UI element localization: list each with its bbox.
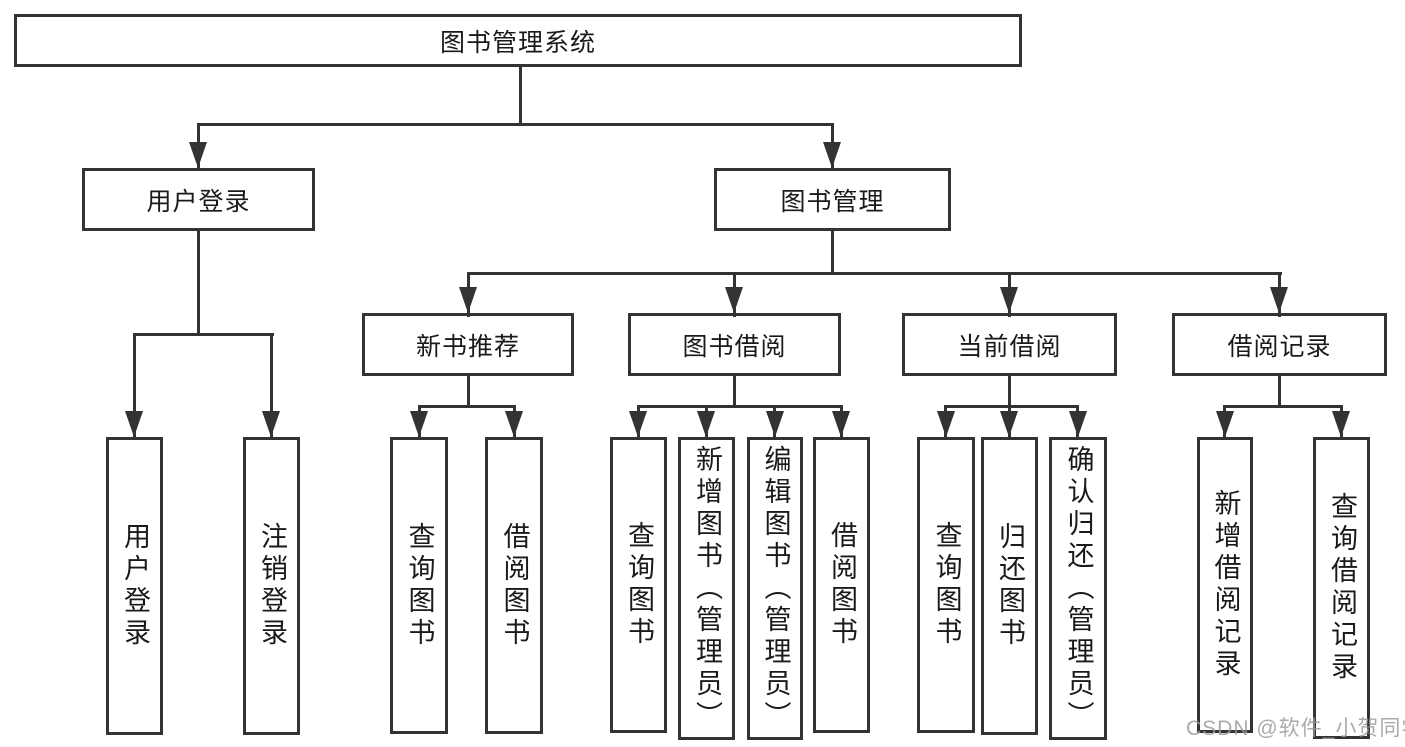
leaf-query-book-borrow: 查询图书 <box>610 437 667 733</box>
arrow-to-logout-leaf-icon <box>262 411 280 437</box>
leaf-add-book-admin: 新增图书（管理员） <box>678 437 735 740</box>
connector-root-bar <box>197 123 834 126</box>
node-user-login: 用户登录 <box>82 168 315 231</box>
node-library-management-system: 图书管理系统 <box>14 14 1022 67</box>
arrow-to-add-record-icon <box>1216 411 1234 437</box>
connector-current-stem <box>1008 374 1011 408</box>
connector-root-stem <box>519 66 522 126</box>
arrow-to-edit-book-icon <box>766 411 784 437</box>
connector-user-stem <box>197 230 200 336</box>
arrow-to-query-book3-icon <box>937 411 955 437</box>
connector-user-leaf1-shaft <box>133 333 136 437</box>
arrow-to-user-login-icon <box>189 142 207 168</box>
arrow-to-records-icon <box>1270 287 1288 313</box>
node-book-borrow: 图书借阅 <box>628 313 841 376</box>
connector-records-bar <box>1224 405 1342 408</box>
leaf-borrow-book: 借阅图书 <box>813 437 870 733</box>
leaf-return-book: 归还图书 <box>981 437 1038 735</box>
leaf-borrow-book-recommend: 借阅图书 <box>485 437 543 734</box>
arrow-to-confirm-return-icon <box>1069 411 1087 437</box>
arrow-to-add-book-icon <box>697 411 715 437</box>
leaf-query-borrow-record: 查询借阅记录 <box>1313 437 1370 739</box>
leaf-edit-book-admin: 编辑图书（管理员） <box>747 437 803 740</box>
leaf-add-borrow-record: 新增借阅记录 <box>1197 437 1253 733</box>
node-new-book-recommend: 新书推荐 <box>362 313 574 376</box>
connector-recommend-stem <box>467 374 470 408</box>
arrow-to-current-icon <box>1000 287 1018 313</box>
connector-user-leaf2-shaft <box>270 333 273 437</box>
connector-user-bar <box>133 333 274 336</box>
connector-borrow-stem <box>733 374 736 408</box>
arrow-to-user-login-leaf-icon <box>125 411 143 437</box>
node-book-management: 图书管理 <box>714 168 951 231</box>
leaf-user-login: 用户登录 <box>106 437 163 735</box>
node-borrow-records: 借阅记录 <box>1172 313 1387 376</box>
leaf-query-book-current: 查询图书 <box>917 437 975 733</box>
connector-current-bar <box>945 405 1078 408</box>
node-current-borrow: 当前借阅 <box>902 313 1117 376</box>
arrow-to-book-mgmt-icon <box>823 142 841 168</box>
connector-records-stem <box>1278 374 1281 408</box>
arrow-to-borrow-book1-icon <box>505 411 523 437</box>
arrow-to-borrow-icon <box>725 287 743 313</box>
connector-mgmt-stem <box>831 230 834 275</box>
arrow-to-borrow-book2-icon <box>832 411 850 437</box>
arrow-to-query-book1-icon <box>410 411 428 437</box>
connector-borrow-bar <box>637 405 843 408</box>
csdn-watermark: CSDN @软件_小贺同学 <box>1186 717 1405 740</box>
arrow-to-query-record-icon <box>1332 411 1350 437</box>
arrow-to-recommend-icon <box>459 287 477 313</box>
leaf-confirm-return-admin: 确认归还（管理员） <box>1049 437 1107 740</box>
leaf-query-book-recommend: 查询图书 <box>390 437 448 734</box>
connector-mgmt-bar <box>467 272 1282 275</box>
leaf-logout: 注销登录 <box>243 437 300 735</box>
arrow-to-return-book-icon <box>1000 411 1018 437</box>
connector-recommend-bar <box>418 405 516 408</box>
arrow-to-query-book2-icon <box>629 411 647 437</box>
